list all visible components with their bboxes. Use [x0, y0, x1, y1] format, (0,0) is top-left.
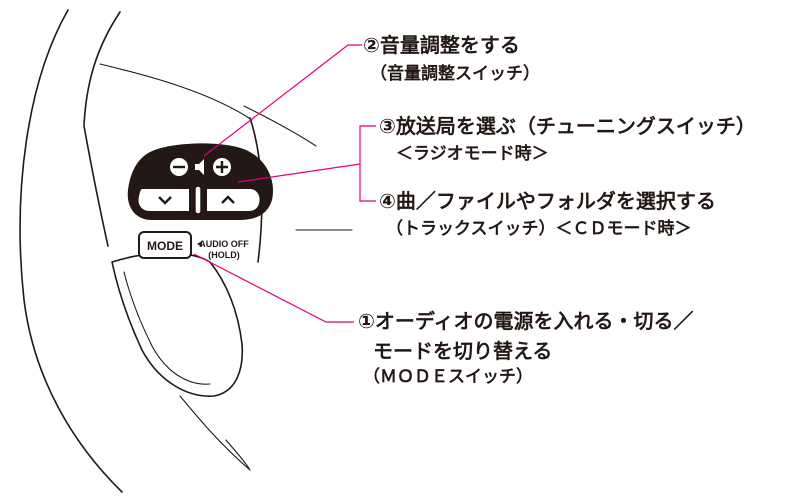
lower-grip-outer: [111, 252, 244, 397]
seek-divider: [194, 185, 202, 215]
triangle-left-icon: [197, 241, 202, 247]
volume-callout-title: ②音量調整をする: [363, 33, 520, 57]
hold-label: (HOLD): [208, 250, 240, 260]
mode-button[interactable]: [138, 231, 192, 259]
audio-off-label: AUDIO OFF: [199, 239, 249, 249]
wheel-rim-inner: [83, 11, 121, 247]
chevron-down-icon: [158, 196, 172, 205]
leader-volume: [203, 44, 362, 157]
mode-callout-title-line2: モードを切り替える: [373, 339, 553, 363]
speaker-icon: [195, 159, 204, 175]
tuning-callout-note: ＜ラジオモード時＞: [396, 144, 549, 164]
hub-bottom-line: [225, 439, 251, 471]
tuning-callout-title: ③放送局を選ぶ（チューニングスイッチ）: [379, 114, 756, 138]
wheel-rim-outer: [19, 9, 123, 493]
volume-callout-note: （音量調整スイッチ）: [370, 64, 540, 84]
wheel-rim-edge: [99, 63, 253, 121]
mode-callout-note: （ＭＯＤＥスイッチ）: [363, 367, 533, 387]
chevron-up-icon: [221, 195, 235, 204]
plus-icon: [216, 161, 228, 173]
seek-down-button[interactable]: [136, 187, 191, 213]
track-callout-note: （トラックスイッチ）＜ＣＤモード時＞: [386, 219, 692, 239]
mode-button-label: MODE: [147, 239, 183, 253]
leader-mode: [193, 253, 354, 323]
mode-callout-title-line1: ①オーディオの電源を入れる・切る／: [358, 309, 694, 333]
track-callout-title: ④曲／ファイルやフォルダを選択する: [379, 189, 716, 213]
spoke-upper-line: [243, 105, 317, 147]
leader-tuning-track-bracket: [237, 125, 376, 202]
hub-lower-line: [179, 395, 251, 471]
seek-up-button[interactable]: [205, 187, 262, 213]
lower-grip-inner: [123, 271, 211, 385]
